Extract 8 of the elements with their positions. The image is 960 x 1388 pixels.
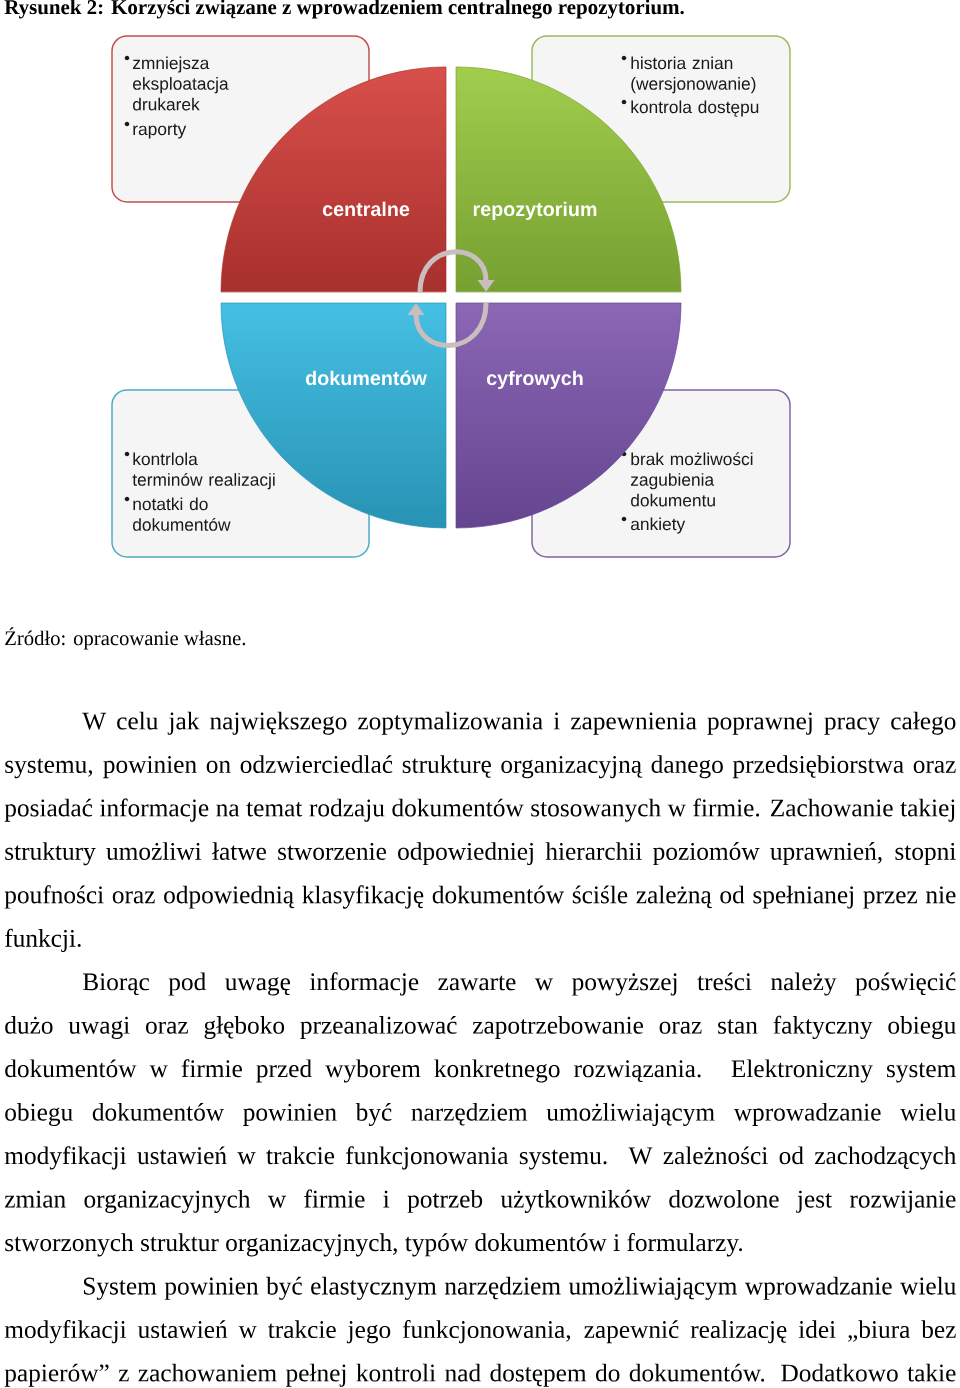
figure-title: Rysunek 2: Korzyści związane z wprowadzeniem centralnego repozytorium. — [4, 0, 684, 19]
source-note: Źródło: opracowanie własne. — [5, 627, 246, 650]
cycle-arrow — [417, 249, 495, 293]
list-item: raporty — [133, 123, 187, 139]
cycle-arrow — [407, 302, 489, 348]
body-paragraph: System powinien być elastycznym narzędziem umożliwiającym wprowadzanie wielu modyfikacji ustawień w trakcie jego funkcjonowania, zapewnić realizację idei „biura bez papierów” z zachowaniem pełnej kontroli nad dostępem do dokumentów. Dodatkowo takie — [4, 1276, 956, 1387]
body-paragraph: W celu jak największego zoptymalizowania i zapewnienia poprawnej pracy całego systemu, powinien on odzwierciedlać strukturę organizacyjną danego przedsiębiorstwa oraz posiadać informacje na temat rodzaju dokumentów stosowanych w firmie. Zachowanie takiej struktury umożliwi łatwe stworzenie odpowiedniej hierarchii poziomów uprawnień, stopni poufności oraz odpowiednią klasyfikację dokumentów ściśle zależną od spełnianej przez nie funkcji. — [4, 711, 956, 953]
body-paragraph: Biorąc pod uwagę informacje zawarte w powyższej treści należy poświęcić dużo uwagi oraz głęboko przeanalizować zapotrzebowanie oraz stan faktyczny obiegu dokumentów w firmie przed wyborem konkretnego rozwiązania. Elektroniczny system obiegu dokumentów powinien być narzędziem umożliwiającym wprowadzanie wielu modyfikacji ustawień w trakcie funkcjonowania systemu. W zależności od zachodzących zmian organizacyjnych w firmie i potrzeb użytkowników dozwolone jest rozwijanie stworzonych struktur organizacyjnych, typów dokumentów i formularzy. — [4, 972, 957, 1257]
